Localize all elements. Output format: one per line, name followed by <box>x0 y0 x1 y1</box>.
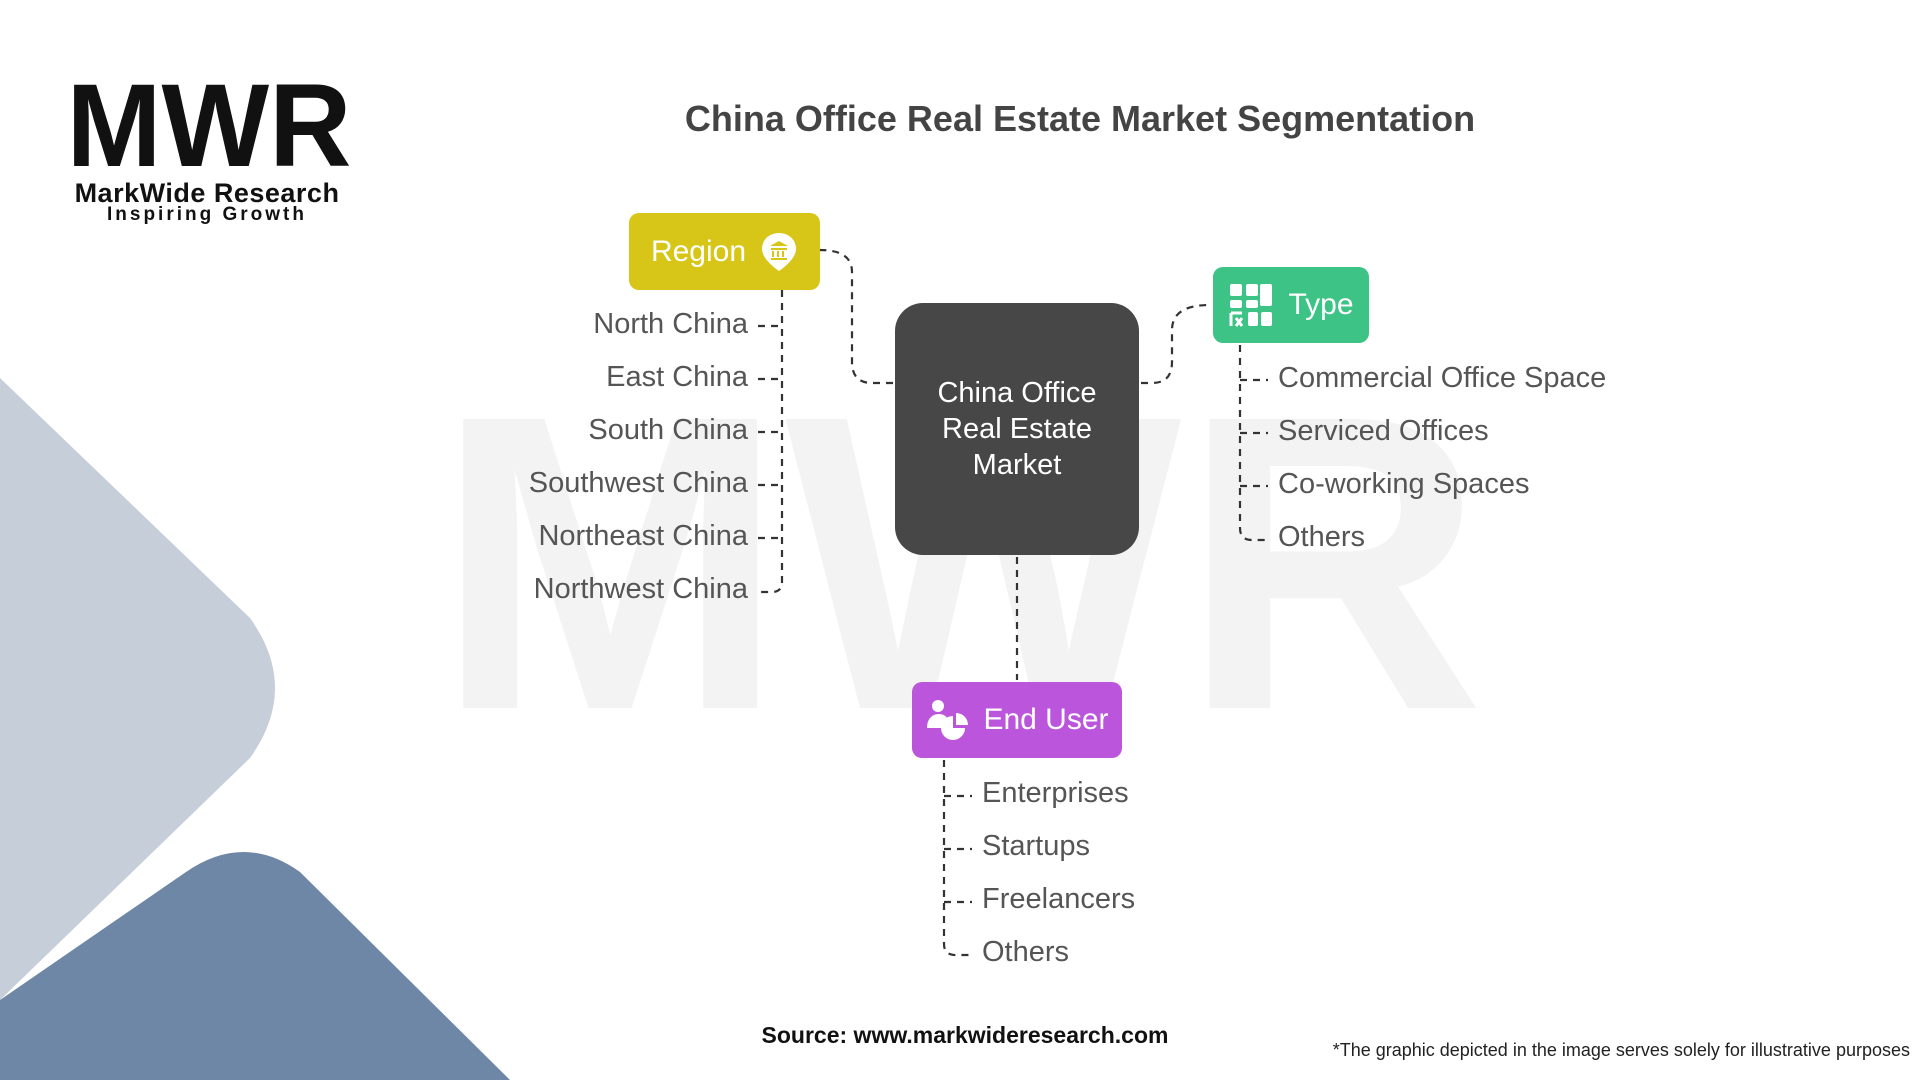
floor-plan-icon <box>1229 284 1273 327</box>
center-node: China Office Real Estate Market <box>895 303 1139 555</box>
region-item: South China <box>588 414 748 446</box>
svg-text:MWR: MWR <box>67 76 352 174</box>
user-pie-chart-icon <box>927 700 969 740</box>
center-node-label: China Office Real Estate Market <box>937 377 1097 481</box>
connector-center-type <box>1141 303 1211 385</box>
region-item: East China <box>606 361 748 393</box>
type-item: Serviced Offices <box>1278 415 1489 447</box>
type-item: Others <box>1278 521 1366 553</box>
bg-shape-dark <box>0 852 510 1080</box>
segment-type-label: Type <box>1288 288 1354 321</box>
brand-name: MarkWide Research <box>74 178 340 208</box>
connector-type-branches <box>1240 378 1268 488</box>
region-item: Northeast China <box>538 520 748 552</box>
enduser-item: Enterprises <box>982 777 1129 809</box>
bank-location-pin-icon <box>762 232 797 271</box>
connector-center-region <box>819 248 893 385</box>
region-item: North China <box>593 308 748 340</box>
segment-type-header: Type <box>1213 267 1369 343</box>
type-item: Commercial Office Space <box>1278 362 1607 394</box>
connector-enduser-branches <box>944 794 972 904</box>
connector-type-trunk <box>1238 345 1268 542</box>
page-title: China Office Real Estate Market Segmenta… <box>684 98 1476 139</box>
enduser-item: Others <box>982 936 1070 968</box>
region-item: Southwest China <box>528 467 748 499</box>
connector-enduser-trunk <box>942 760 972 957</box>
logo-mark: MWR <box>67 76 352 174</box>
region-item: Northwest China <box>533 573 748 605</box>
type-item: Co-working Spaces <box>1278 468 1530 500</box>
brand-tagline: Inspiring Growth <box>107 204 307 225</box>
bg-shape-light <box>0 378 275 1000</box>
disclaimer-text: *The graphic depicted in the image serve… <box>1332 1040 1910 1060</box>
segment-enduser-header: End User <box>912 682 1122 758</box>
source-text: Source: www.markwideresearch.com <box>761 1022 1169 1048</box>
enduser-item: Freelancers <box>982 883 1136 915</box>
enduser-item: Startups <box>982 830 1090 862</box>
segment-enduser-label: End User <box>983 703 1109 736</box>
connector-region-trunk <box>758 290 784 594</box>
connector-region-branches <box>758 324 782 540</box>
segment-region-label: Region <box>650 234 747 268</box>
segment-region-header: Region <box>629 213 820 290</box>
